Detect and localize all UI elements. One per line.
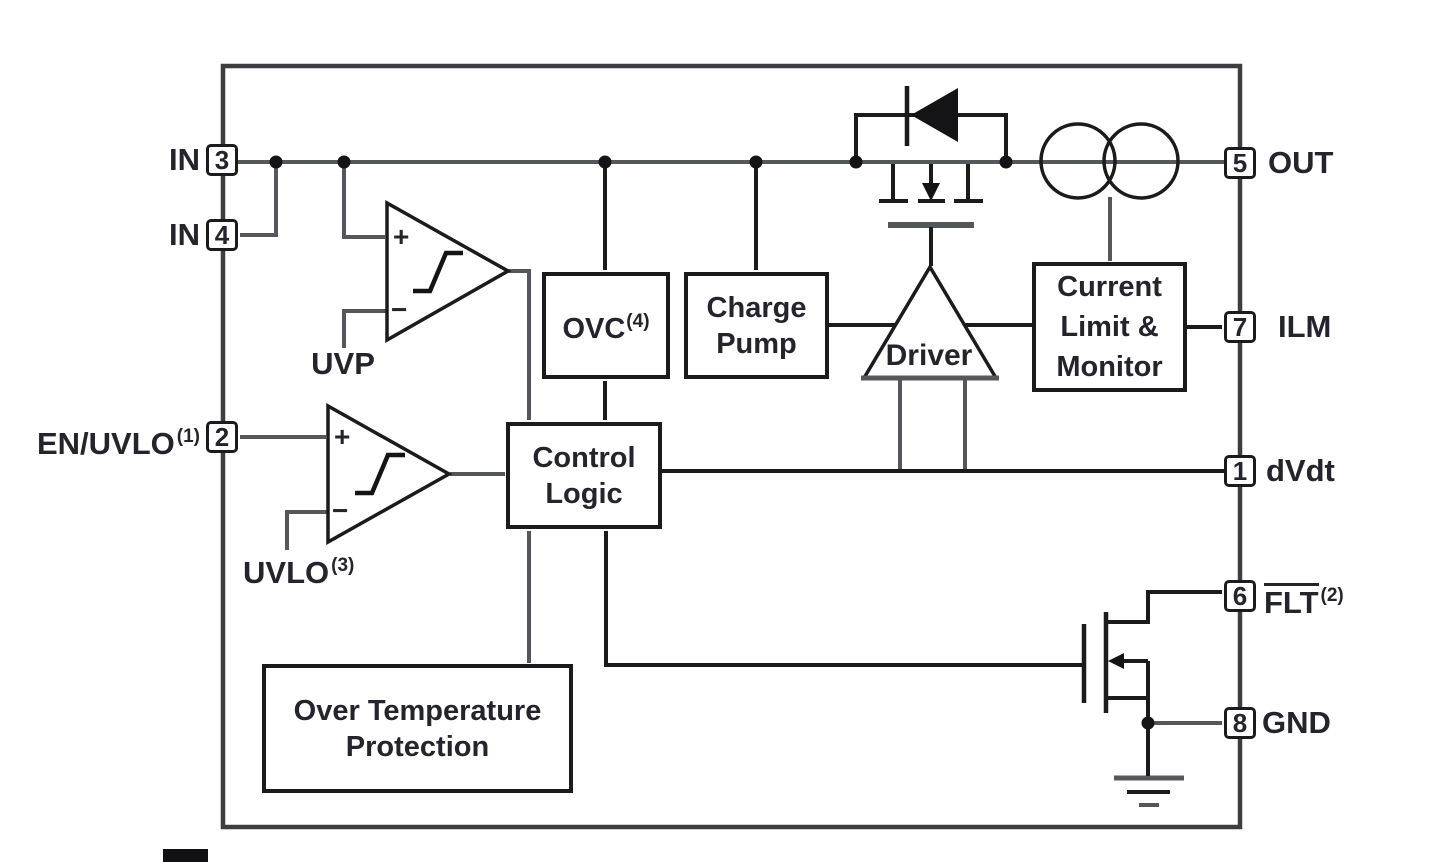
pin-in4-label: IN [169,217,200,252]
pin-8-box: 8 [1224,707,1256,739]
uvlo-comparator-triangle [326,403,453,545]
in4-jog [240,165,278,237]
uvp-ref-label: UVP [311,346,375,381]
pin-7-box: 7 [1224,311,1256,343]
over-temperature-label: Over Temperature Protection [293,694,542,763]
ovc-label: OVC(4) [562,311,650,345]
pin-4-box: 4 [206,219,238,251]
junction-dot [1141,716,1155,730]
pin-7-number: 7 [1232,311,1248,342]
passfet-body-arrow-icon [922,183,940,201]
pin-2-box: 2 [206,421,238,453]
uvp-output-wire [506,269,531,420]
pin-6-number: 6 [1232,580,1248,611]
pin-5-number: 5 [1232,147,1248,178]
junction-dot [999,155,1013,169]
driver-label: Driver [885,339,973,372]
ovc-block: OVC(4) [542,272,670,379]
pin-gnd-label: GND [1262,705,1331,740]
pin-out-label: OUT [1268,145,1334,180]
junction-dot [849,155,863,169]
uvp-comparator-triangle [385,200,512,344]
pin-1-number: 1 [1232,455,1248,486]
uvp-minus-wire [342,309,386,348]
wires-gray [238,160,1224,807]
ovc-footnote: (4) [626,311,650,332]
pin-3-box: 3 [206,144,238,176]
current-limit-monitor-block: Current Limit & Monitor [1032,262,1187,392]
fltfet-gate-wire [604,531,1082,667]
pin-ilm-label: ILM [1278,309,1332,344]
pin-flt-label: FLT(2) [1264,583,1344,620]
cropped-table-edge [163,849,208,862]
charge-pump-label: Charge Pump [706,291,807,360]
current-limit-monitor-label: Current Limit & Monitor [1056,271,1163,383]
uvp-minus-sign: − [391,294,408,325]
uvp-plus-wire [342,160,385,239]
current-sense-icon [1039,122,1180,200]
pin-in3-label: IN [169,142,200,177]
pin-4-number: 4 [214,219,230,250]
wires-black [603,86,1224,794]
sense-circle-right [1102,122,1180,200]
uvlo-minus-wire [285,510,327,550]
pin-8-number: 8 [1232,707,1248,738]
flt-footnote: (2) [1320,585,1344,606]
diode-icon [911,88,958,142]
fltfet-drain-wire [1106,590,1222,624]
uvlo-ref-label: UVLO(3) [243,555,355,590]
uvlo-plus-sign: + [334,421,351,452]
pin-3-number: 3 [214,144,230,175]
hysteresis-icon [413,250,463,294]
pin-2-number: 2 [214,421,230,452]
en-uvlo-footnote: (1) [176,426,200,447]
pin-dvdt-label: dVdt [1266,453,1335,488]
sense-circle-left [1039,122,1117,200]
uvlo-footnote: (3) [331,555,355,576]
uvp-plus-sign: + [393,221,410,252]
charge-pump-block: Charge Pump [684,272,829,379]
fltfet-body-arrow-icon [1108,653,1124,669]
pin-1-box: 1 [1224,455,1256,487]
junction-dot [598,155,612,169]
control-logic-block: Control Logic [506,422,662,529]
control-logic-label: Control Logic [532,441,636,510]
hysteresis-icon [355,452,405,496]
pin-en-uvlo-label: EN/UVLO(1) [36,426,200,461]
junction-dots [269,155,1155,730]
junction-dot [269,155,283,169]
uvlo-minus-sign: − [332,495,349,526]
over-temperature-block: Over Temperature Protection [262,664,573,793]
pin-6-box: 6 [1224,580,1256,612]
junction-dot [337,155,351,169]
pin-5-box: 5 [1224,147,1256,179]
junction-dot [749,155,763,169]
